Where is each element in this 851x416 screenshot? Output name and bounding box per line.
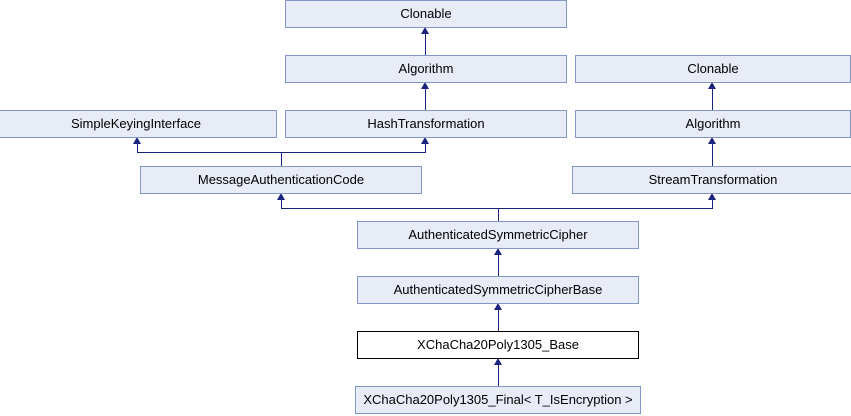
- edge-mac-to-simplekeying-elbow: [137, 152, 282, 153]
- class-node-authenticatedsymmetriccipher[interactable]: AuthenticatedSymmetricCipher: [357, 221, 639, 249]
- edge-algorithm-right-to-clonable-right: [712, 89, 713, 110]
- arrowhead-streamtransformation-to-algorithm-right: [708, 137, 716, 144]
- edge-mac-to-simplekeying-riser: [137, 144, 138, 153]
- edge-ascbase-to-asc: [498, 255, 499, 276]
- arrowhead-xchachabase-to-ascbase: [494, 303, 502, 310]
- edge-asc-stem: [498, 208, 499, 221]
- class-node-streamtransformation[interactable]: StreamTransformation: [572, 166, 851, 194]
- class-node-simplekeyinginterface[interactable]: SimpleKeyingInterface: [0, 110, 277, 138]
- arrowhead-mac-to-hashtransformation: [421, 137, 429, 144]
- class-node-clonable-top[interactable]: Clonable: [285, 0, 567, 28]
- edge-mac-to-simplekeying-stem: [281, 152, 282, 166]
- arrowhead-mac-to-simplekeying: [133, 137, 141, 144]
- edge-xchachafinal-to-xchachabase: [498, 365, 499, 386]
- edge-mac-to-hashtransformation-riser: [425, 144, 426, 153]
- class-node-hashtransformation[interactable]: HashTransformation: [285, 110, 567, 138]
- edge-asc-to-mac-riser: [281, 200, 282, 209]
- arrowhead-algorithm-right-to-clonable-right: [708, 82, 716, 89]
- class-node-xchacha20poly1305-base[interactable]: XChaCha20Poly1305_Base: [357, 331, 639, 359]
- edge-asc-to-streamtransformation-riser: [712, 200, 713, 209]
- arrowhead-xchachafinal-to-xchachabase: [494, 358, 502, 365]
- edge-mac-to-hashtransformation-elbow: [281, 152, 426, 153]
- class-node-xchacha20poly1305-final[interactable]: XChaCha20Poly1305_Final< T_IsEncryption …: [355, 386, 641, 414]
- arrowhead-hashtransformation-to-algorithm: [421, 82, 429, 89]
- arrowhead-asc-to-mac: [277, 193, 285, 200]
- class-node-algorithm-top[interactable]: Algorithm: [285, 55, 567, 83]
- edge-asc-bus: [281, 208, 713, 209]
- edge-xchachabase-to-ascbase: [498, 310, 499, 331]
- arrowhead-asc-to-streamtransformation: [708, 193, 716, 200]
- edge-streamtransformation-to-algorithm-right: [712, 144, 713, 166]
- class-node-authenticatedsymmetriccipherbase[interactable]: AuthenticatedSymmetricCipherBase: [357, 276, 639, 304]
- edge-algorithm-to-clonable: [425, 34, 426, 55]
- class-node-algorithm-right[interactable]: Algorithm: [575, 110, 851, 138]
- class-node-clonable-right[interactable]: Clonable: [575, 55, 851, 83]
- class-node-messageauthenticationcode[interactable]: MessageAuthenticationCode: [140, 166, 422, 194]
- arrowhead-algorithm-to-clonable: [421, 27, 429, 34]
- arrowhead-ascbase-to-asc: [494, 248, 502, 255]
- edge-hashtransformation-to-algorithm: [425, 89, 426, 110]
